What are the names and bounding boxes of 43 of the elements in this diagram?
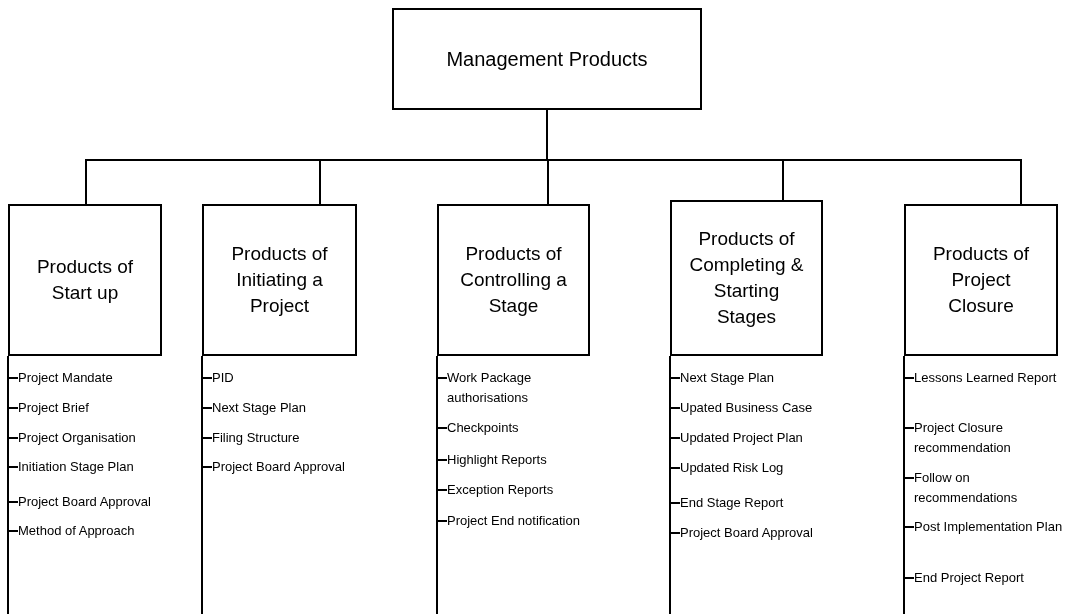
list-item-text: Exception Reports [447,480,587,500]
connector-line [7,355,19,532]
list-item-text: Project Board Approval [680,523,860,543]
list-item-text: Project Organisation [18,428,193,448]
list-item-text: End Project Report [914,568,1066,588]
list-item-text: Follow on recommendations [914,468,1066,508]
box-title: Products of Controlling a Stage [459,242,568,318]
list-item-text: Filing Structure [212,428,387,448]
list-item-text: Project Mandate [18,368,193,388]
connector-line [436,355,448,522]
list-item-text: Next Stage Plan [680,368,860,388]
list-item-text: Project Board Approval [212,457,387,477]
list-item-text: Initiation Stage Plan [18,457,193,477]
list-item-text: Post Implementation Plan [914,517,1066,537]
list-item-text: Work Package authorisations [447,368,587,408]
connector-line [669,355,681,534]
root-box [392,8,702,110]
list-item-text: Highlight Reports [447,450,587,470]
connector-line [903,355,915,579]
connector-line [201,355,213,468]
list-item-text: Lessons Learned Report [914,368,1066,388]
list-item-text: Checkpoints [447,418,587,438]
category-box [8,204,162,356]
box-title: Products of Project Closure [931,242,1031,318]
list-item-text: Upated Business Case [680,398,860,418]
list-item-text: End Stage Report [680,493,860,513]
box-title: Products of Completing & Starting Stages [688,227,805,329]
category-box [202,204,357,356]
list-item-text: Updated Risk Log [680,458,860,478]
category-box [904,204,1058,356]
list-item-text: Project Board Approval [18,492,193,512]
list-item-text: Next Stage Plan [212,398,387,418]
list-item-text: PID [212,368,387,388]
box-title: Products of Start up [35,255,135,305]
list-item-text: Project Brief [18,398,193,418]
list-item-text: Project End notification [447,511,587,531]
list-item-text: Updated Project Plan [680,428,860,448]
category-box [437,204,590,356]
box-title: Products of Initiating a Project [230,242,329,318]
list-item-text: Method of Approach [18,521,193,541]
list-item-text: Project Closure recommendation [914,418,1066,458]
box-title: Management Products [446,47,648,72]
category-box [670,200,823,356]
